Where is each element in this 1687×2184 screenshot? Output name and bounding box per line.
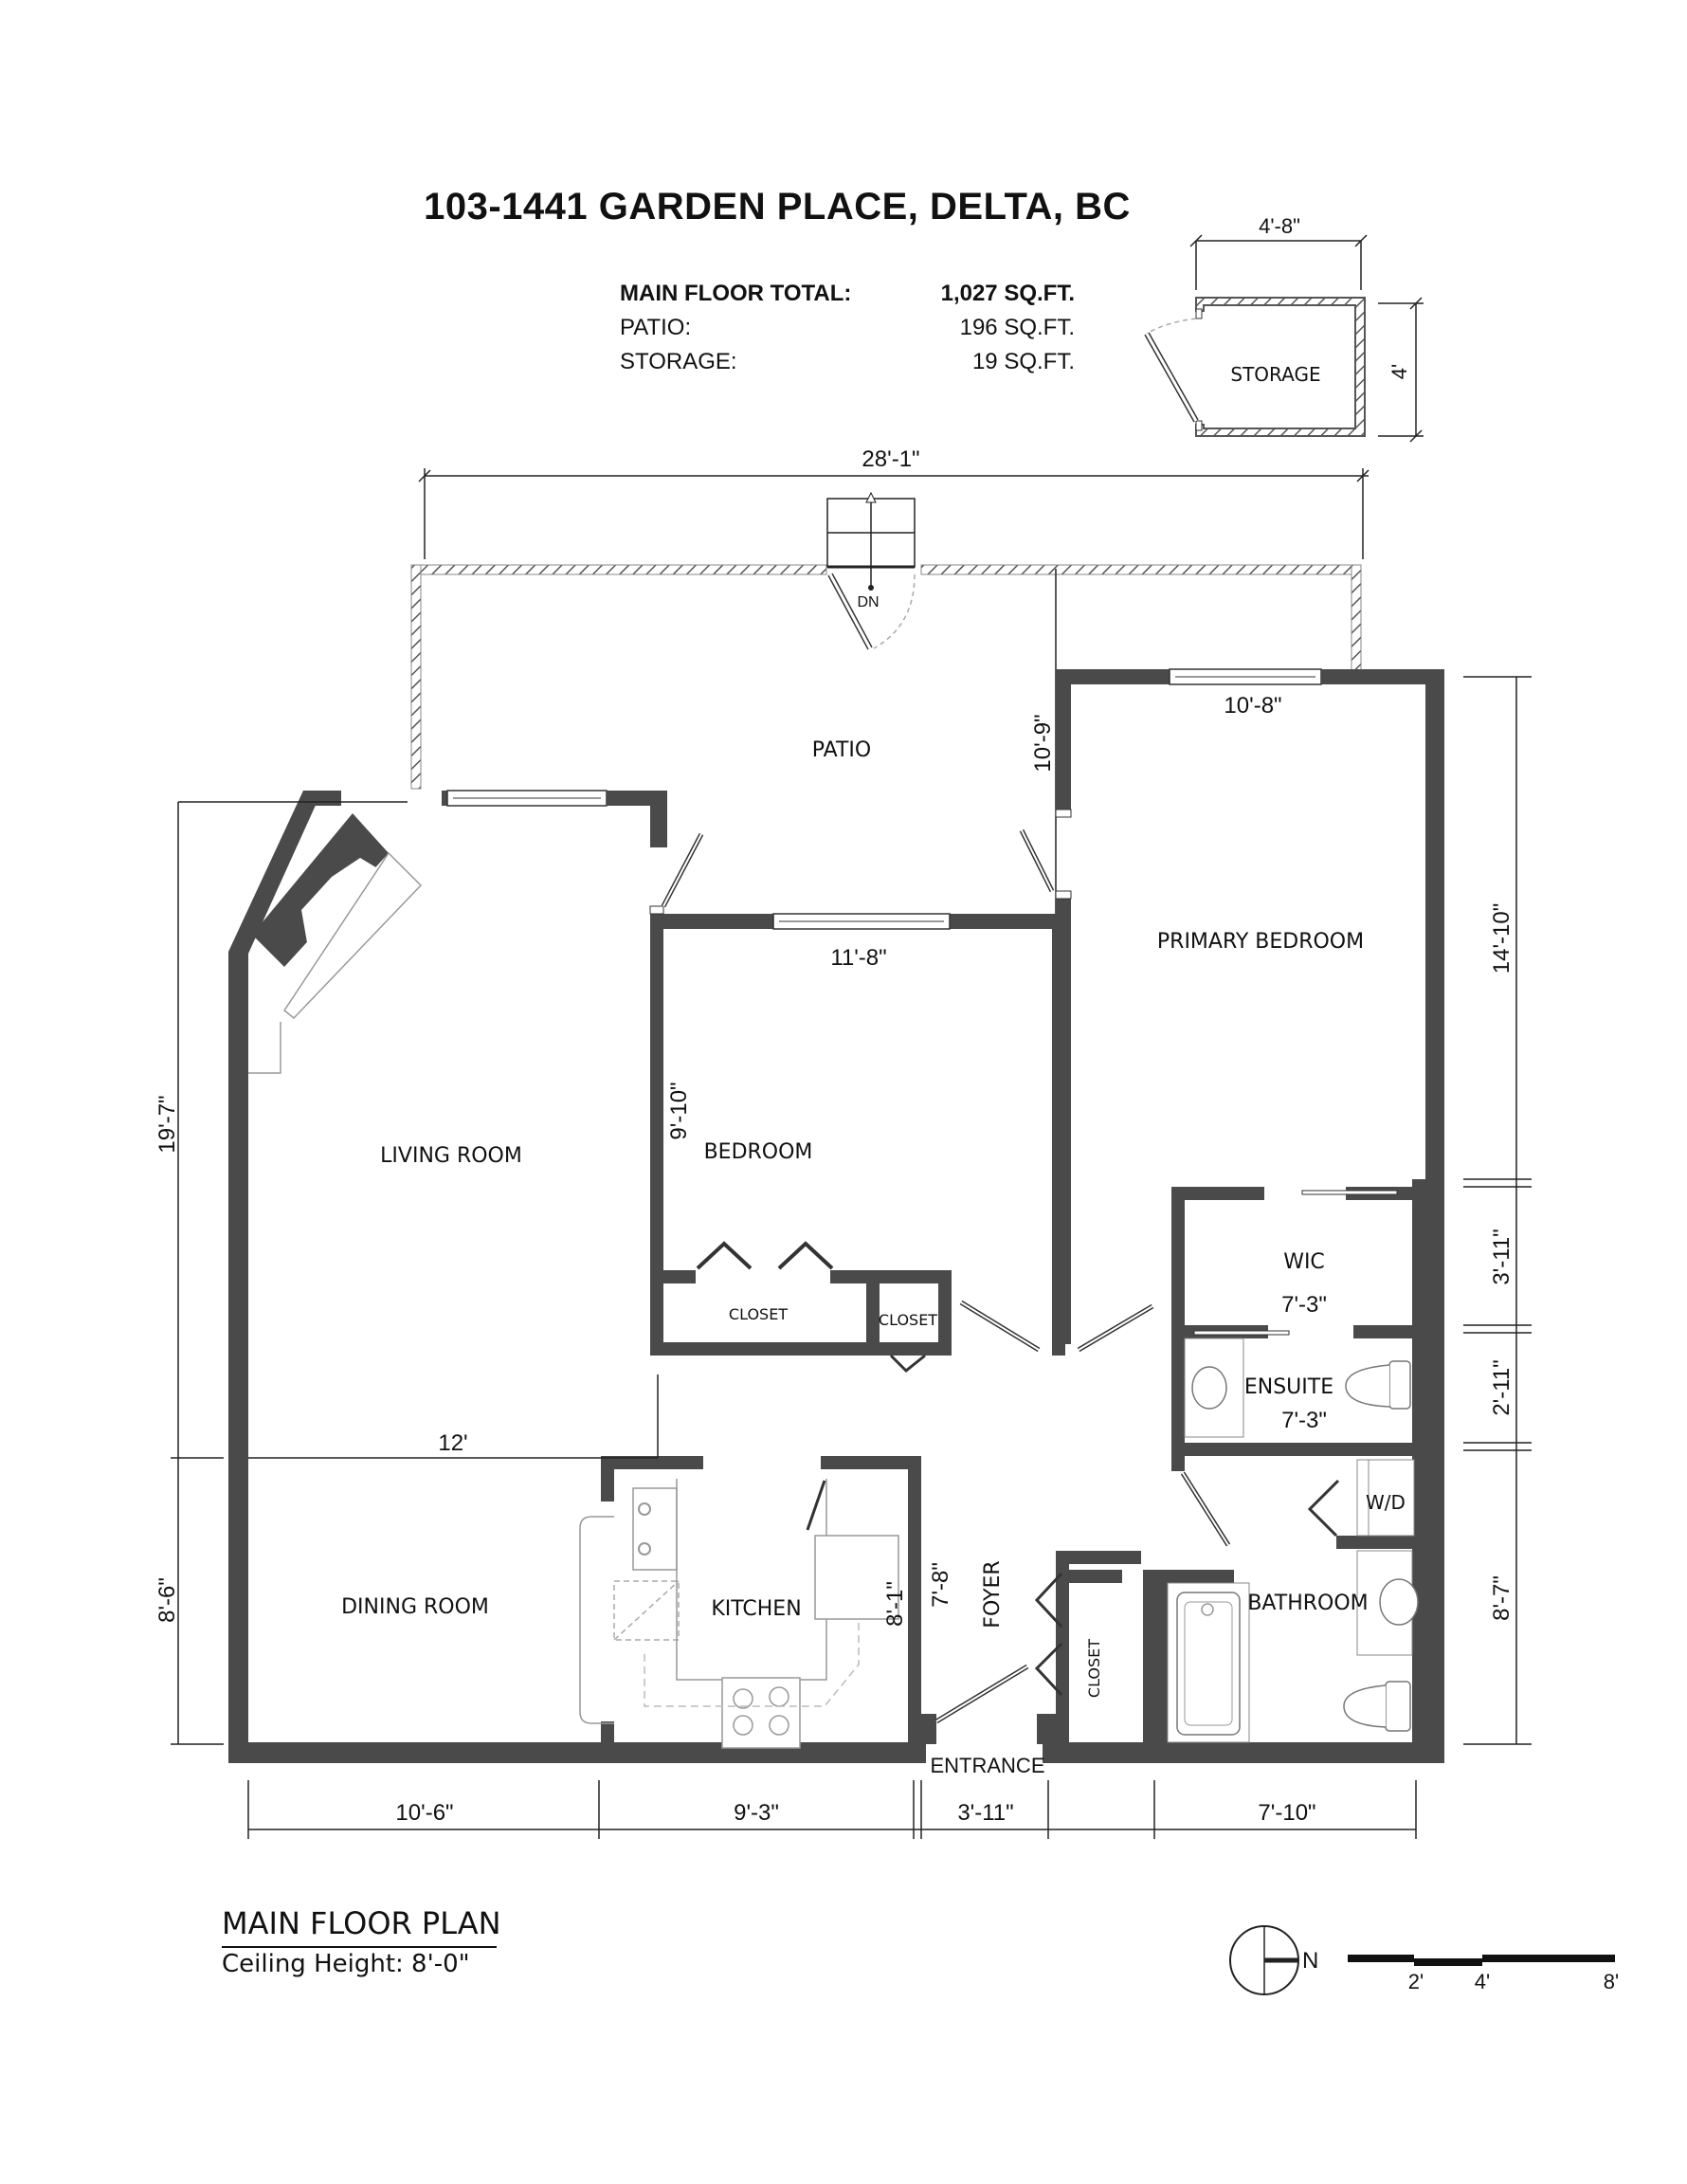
dim-storage-width: 4'-8" — [1259, 214, 1300, 238]
room-label-bedroom: BEDROOM — [704, 1140, 813, 1164]
dim-foyer-depth: 7'-8" — [928, 1562, 953, 1608]
dim-living-width: 12' — [438, 1430, 467, 1456]
dim-primary-bedroom-depth: 14'-10" — [1489, 903, 1515, 974]
room-label-storage: STORAGE — [1230, 363, 1320, 386]
address-title: 103-1441 GARDEN PLACE, DELTA, BC — [424, 186, 1131, 228]
area-row-main-floor: MAIN FLOOR TOTAL: 1,027 SQ.FT. — [620, 277, 1075, 311]
room-label-closet-2: CLOSET — [879, 1311, 937, 1329]
bedroom-walls: BEDROOM 11'-8" 9'-10" CLOSET CLOSET — [649, 828, 1154, 1374]
dim-overall: 28'-1" — [418, 446, 1370, 559]
page-title: 103-1441 GARDEN PLACE, DELTA, BC — [0, 186, 1687, 228]
dim-primary-bedroom-width: 10'-8" — [1224, 693, 1281, 719]
room-label-kitchen: KITCHEN — [711, 1597, 801, 1621]
area-label: STORAGE: — [620, 349, 737, 374]
north-label: N — [1302, 1948, 1318, 1974]
dim-bottom-1: 10'-6" — [395, 1800, 453, 1826]
area-summary: MAIN FLOOR TOTAL: 1,027 SQ.FT. PATIO: 19… — [620, 277, 1075, 379]
kitchen: KITCHEN 8'-1" — [579, 1456, 921, 1750]
dim-wic-width: 7'-3" — [1281, 1292, 1327, 1318]
scale-label-8: 8' — [1604, 1970, 1619, 1993]
dim-bottom-3: 3'-11" — [957, 1800, 1013, 1826]
ceiling-height: Ceiling Height: 8'-0" — [222, 1946, 497, 1978]
room-label-primary-bedroom: PRIMARY BEDROOM — [1157, 930, 1364, 954]
foyer: 7'-8" FOYER CLOSET ENTRANCE — [921, 1551, 1141, 1777]
dim-wic-depth: 3'-11" — [1489, 1228, 1515, 1284]
room-label-foyer: FOYER — [981, 1560, 1005, 1628]
area-value: 196 SQ.FT. — [959, 315, 1075, 340]
dim-bathroom-depth: 8'-7" — [1489, 1575, 1515, 1621]
storage-unit: STORAGE 4'-8" 4' — [1144, 214, 1424, 443]
room-label-bathroom: BATHROOM — [1247, 1592, 1368, 1615]
scale-label-4: 4' — [1475, 1970, 1490, 1993]
dim-patio-depth: 10'-9" — [1030, 714, 1056, 772]
area-label: PATIO: — [620, 315, 692, 340]
room-label-dining-room: DINING ROOM — [341, 1595, 489, 1619]
scale-label-2: 2' — [1408, 1970, 1424, 1993]
scale-bar: 2' 4' 8' — [1348, 1955, 1619, 1993]
dim-overall-width: 28'-1" — [862, 446, 919, 472]
room-label-patio: PATIO — [812, 738, 871, 762]
dim-bedroom-depth: 9'-10" — [666, 1082, 692, 1139]
area-row-storage: STORAGE: 19 SQ.FT. — [620, 345, 1075, 379]
stairs-dn-label: DN — [857, 594, 879, 610]
room-label-closet-3: CLOSET — [1085, 1639, 1103, 1698]
north-arrow-icon: N — [1229, 1925, 1318, 1995]
dim-kitchen-depth: 8'-1" — [882, 1581, 908, 1627]
area-label: MAIN FLOOR TOTAL: — [620, 281, 852, 306]
living-dining: 19'-7" 8'-6" 12' LIVING ROOM DINING ROOM — [154, 801, 659, 1745]
room-label-living-room: LIVING ROOM — [380, 1144, 522, 1168]
dim-bottom-4: 7'-10" — [1258, 1800, 1315, 1826]
wic-ensuite-bathroom: WIC 7'-3" ENSUITE 7'-3" W/D BATHROOM — [1056, 1179, 1425, 1748]
primary-bedroom: PRIMARY BEDROOM 10'-8" 14'-10" 3'-11" 2'… — [1157, 676, 1532, 1745]
dim-storage-depth: 4' — [1388, 364, 1411, 379]
wd-label: W/D — [1366, 1491, 1406, 1514]
area-value: 1,027 SQ.FT. — [940, 281, 1075, 306]
room-label-closet-1: CLOSET — [729, 1305, 788, 1323]
entrance-label: ENTRANCE — [930, 1754, 1044, 1777]
dim-ensuite-width: 7'-3" — [1281, 1408, 1327, 1433]
room-label-wic: WIC — [1283, 1250, 1325, 1274]
exterior-walls — [228, 668, 1444, 1763]
dim-living-depth: 19'-7" — [154, 1095, 180, 1153]
dim-bedroom-width: 11'-8" — [830, 945, 886, 971]
dim-dining-depth: 8'-6" — [154, 1577, 180, 1623]
bottom-dimensions: 10'-6" 9'-3" 3'-11" 7'-10" — [247, 1780, 1417, 1839]
patio-railing: DN PATIO 10'-9" — [410, 491, 1362, 918]
dim-ensuite-depth: 2'-11" — [1489, 1359, 1515, 1415]
area-value: 19 SQ.FT. — [971, 349, 1075, 374]
room-label-ensuite: ENSUITE — [1244, 1375, 1333, 1399]
area-row-patio: PATIO: 196 SQ.FT. — [620, 311, 1075, 345]
plan-title: MAIN FLOOR PLAN — [222, 1905, 501, 1941]
dim-bottom-2: 9'-3" — [734, 1800, 779, 1826]
